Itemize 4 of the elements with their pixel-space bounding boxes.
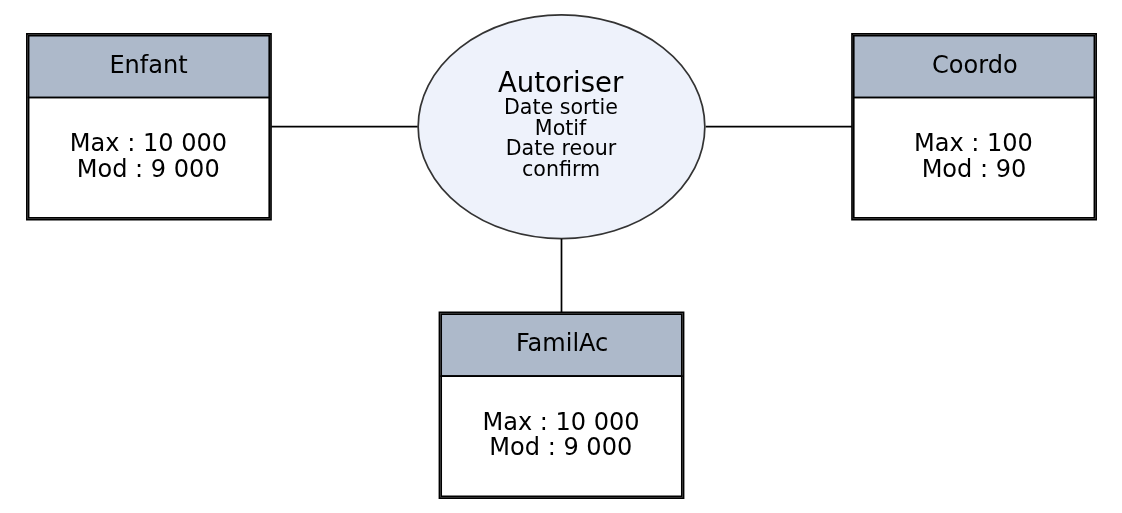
connector [270, 125, 418, 128]
connector [704, 125, 853, 128]
connector [560, 237, 562, 314]
node-ellipse: Autoriser Date sortie Motif Date reour confirm [416, 13, 706, 240]
